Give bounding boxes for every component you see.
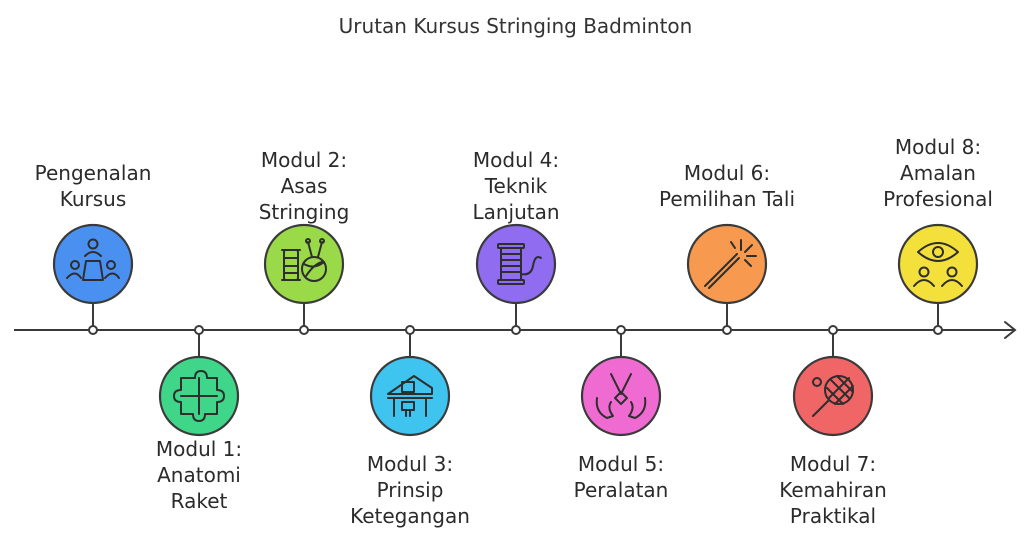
timeline-step-6 bbox=[580, 325, 662, 437]
sparkler-icon bbox=[704, 239, 757, 289]
stringing-machine-icon bbox=[387, 375, 433, 417]
axis-marker bbox=[933, 325, 943, 335]
meeting-icon bbox=[66, 238, 120, 281]
tennis-racket-icon bbox=[812, 375, 854, 417]
axis-marker bbox=[722, 325, 732, 335]
timeline-step-3 bbox=[263, 223, 345, 335]
step-node bbox=[792, 355, 874, 437]
axis-marker bbox=[828, 325, 838, 335]
timeline-step-7 bbox=[686, 223, 768, 335]
timeline-step-4 bbox=[369, 325, 451, 437]
timeline-step-5 bbox=[475, 223, 557, 335]
step-label: Modul 8: Amalan Profesional bbox=[883, 135, 993, 211]
step-label: Modul 5: Peralatan bbox=[573, 452, 669, 502]
puzzle-icon bbox=[173, 370, 225, 422]
timeline-step-1 bbox=[52, 223, 134, 335]
diagram-title: Urutan Kursus Stringing Badminton bbox=[338, 14, 693, 38]
timeline-step-2 bbox=[158, 325, 240, 437]
step-label: Modul 1: Anatomi Raket bbox=[155, 437, 243, 513]
timeline-step-9 bbox=[897, 223, 979, 335]
hands-pendant-icon bbox=[595, 373, 647, 419]
thread-spool-icon bbox=[497, 243, 542, 285]
timeline-step-8 bbox=[792, 325, 874, 437]
step-node bbox=[897, 223, 979, 305]
axis-marker bbox=[194, 325, 204, 335]
step-node bbox=[52, 223, 134, 305]
step-node bbox=[580, 355, 662, 437]
yarn-spool-icon bbox=[281, 238, 327, 282]
axis-marker bbox=[616, 325, 626, 335]
step-label: Modul 6: Pemilihan Tali bbox=[658, 161, 796, 211]
step-label: Modul 3: Prinsip Ketegangan bbox=[350, 452, 470, 528]
step-label: Modul 2: Asas Stringing bbox=[258, 148, 350, 224]
step-node bbox=[475, 223, 557, 305]
step-label: Modul 7: Kemahiran Praktikal bbox=[779, 452, 887, 528]
step-node bbox=[369, 355, 451, 437]
eye-people-icon bbox=[913, 242, 963, 287]
axis-marker bbox=[511, 325, 521, 335]
axis-marker bbox=[405, 325, 415, 335]
step-label: Pengenalan Kursus bbox=[34, 161, 152, 211]
step-label: Modul 4: Teknik Lanjutan bbox=[472, 148, 560, 224]
axis-marker bbox=[299, 325, 309, 335]
axis-marker bbox=[88, 325, 98, 335]
timeline-arrowhead bbox=[1004, 321, 1017, 339]
